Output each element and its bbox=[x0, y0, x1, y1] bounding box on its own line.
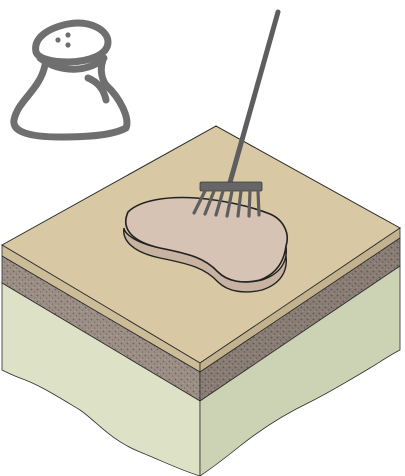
soil-layer-side bbox=[199, 265, 401, 476]
rake-handle bbox=[226, 9, 281, 189]
ground-block bbox=[0, 125, 401, 476]
rake-tines bbox=[192, 189, 261, 218]
paving-stone-surface bbox=[125, 196, 288, 283]
sand-bag-icon bbox=[10, 19, 131, 141]
rake-head bbox=[199, 181, 263, 192]
sand-grains bbox=[55, 32, 71, 48]
paving-stone bbox=[123, 196, 288, 293]
soil-layer bbox=[1, 282, 201, 476]
rake-icon bbox=[192, 9, 281, 218]
